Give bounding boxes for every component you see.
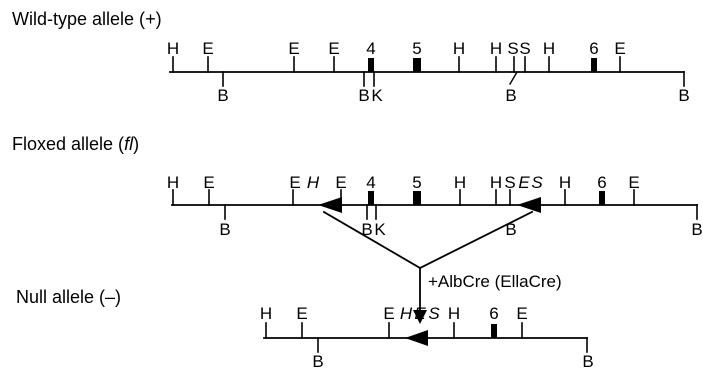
title-text: ) bbox=[155, 9, 162, 29]
site-label: 4 bbox=[366, 173, 376, 192]
site-label: E bbox=[383, 304, 395, 323]
exon-block bbox=[413, 58, 421, 72]
exon-block bbox=[599, 191, 605, 205]
site-label: B bbox=[691, 220, 703, 239]
exon-block bbox=[368, 58, 374, 72]
site-label: E bbox=[202, 39, 214, 58]
loxp-triangle bbox=[405, 330, 428, 346]
title-symbol: fl bbox=[124, 134, 134, 154]
site-label: H bbox=[489, 173, 503, 192]
title-text: –) bbox=[105, 287, 122, 307]
site-label: H bbox=[447, 304, 461, 323]
site-label: E bbox=[203, 173, 215, 192]
site-label: H bbox=[259, 304, 273, 323]
title-text: ) bbox=[133, 134, 140, 154]
site-label: H bbox=[452, 39, 466, 58]
exon-block bbox=[591, 58, 597, 72]
site-label: E bbox=[335, 173, 347, 192]
site-label: 6 bbox=[489, 304, 499, 323]
site-label: E bbox=[288, 39, 300, 58]
site-label: 6 bbox=[589, 39, 599, 58]
site-label: 6 bbox=[597, 173, 607, 192]
site-label: H bbox=[558, 173, 572, 192]
site-label: 5 bbox=[412, 173, 422, 192]
site-label: B bbox=[219, 220, 231, 239]
title-symbol: + bbox=[145, 9, 156, 29]
site-label: K bbox=[371, 86, 383, 105]
exon-block bbox=[413, 191, 421, 205]
site-label: E bbox=[289, 173, 301, 192]
site-label: E bbox=[628, 173, 640, 192]
site-label: H bbox=[489, 39, 503, 58]
exon-block bbox=[491, 324, 497, 338]
arrow-head bbox=[413, 310, 427, 324]
site-label: B bbox=[582, 352, 594, 371]
loxp-sites bbox=[318, 197, 541, 346]
site-label: B bbox=[358, 86, 370, 105]
site-label: 4 bbox=[366, 39, 376, 58]
site-label: E bbox=[614, 39, 626, 58]
site-label: B bbox=[678, 86, 690, 105]
site-label: E bbox=[296, 304, 308, 323]
allele-title-null: Null allele (–) bbox=[16, 288, 121, 306]
exon-block bbox=[368, 191, 374, 205]
site-label: E bbox=[516, 304, 528, 323]
site-label: E bbox=[414, 304, 426, 323]
site-label: B bbox=[505, 86, 517, 105]
site-label: H bbox=[542, 39, 556, 58]
site-label: H bbox=[453, 173, 467, 192]
title-text: Floxed allele ( bbox=[12, 134, 125, 154]
site-label: S bbox=[519, 39, 531, 58]
site-label: H bbox=[166, 173, 180, 192]
site-label: S bbox=[504, 173, 516, 192]
site-label: S bbox=[507, 39, 519, 58]
site-label: B bbox=[361, 220, 373, 239]
loxp-triangle bbox=[517, 197, 541, 213]
loxp-triangle bbox=[318, 197, 342, 213]
title-text: Wild-type allele ( bbox=[12, 9, 146, 29]
site-label: K bbox=[374, 220, 386, 239]
recombination-line bbox=[418, 210, 534, 270]
site-label: 5 bbox=[412, 39, 422, 58]
allele-title-floxed: Floxed allele (fl) bbox=[12, 135, 139, 153]
site-label: H bbox=[306, 173, 320, 192]
title-text: Null allele ( bbox=[16, 287, 106, 307]
exon-blocks bbox=[368, 58, 605, 338]
site-label: S bbox=[531, 173, 543, 192]
restriction-site-tick bbox=[509, 71, 518, 85]
site-label: S bbox=[428, 304, 440, 323]
site-label: E bbox=[518, 173, 530, 192]
site-label: H bbox=[399, 304, 413, 323]
allele-lines bbox=[169, 71, 698, 339]
site-label: H bbox=[166, 39, 180, 58]
site-label: B bbox=[312, 352, 324, 371]
recombination-lines bbox=[322, 210, 534, 324]
site-label: B bbox=[505, 220, 517, 239]
site-label: B bbox=[217, 86, 229, 105]
site-label: E bbox=[328, 39, 340, 58]
recombination-label: +AlbCre (EllaCre) bbox=[428, 272, 562, 291]
allele-title-wildtype: Wild-type allele (+) bbox=[12, 10, 162, 28]
recombination-line bbox=[322, 210, 422, 270]
